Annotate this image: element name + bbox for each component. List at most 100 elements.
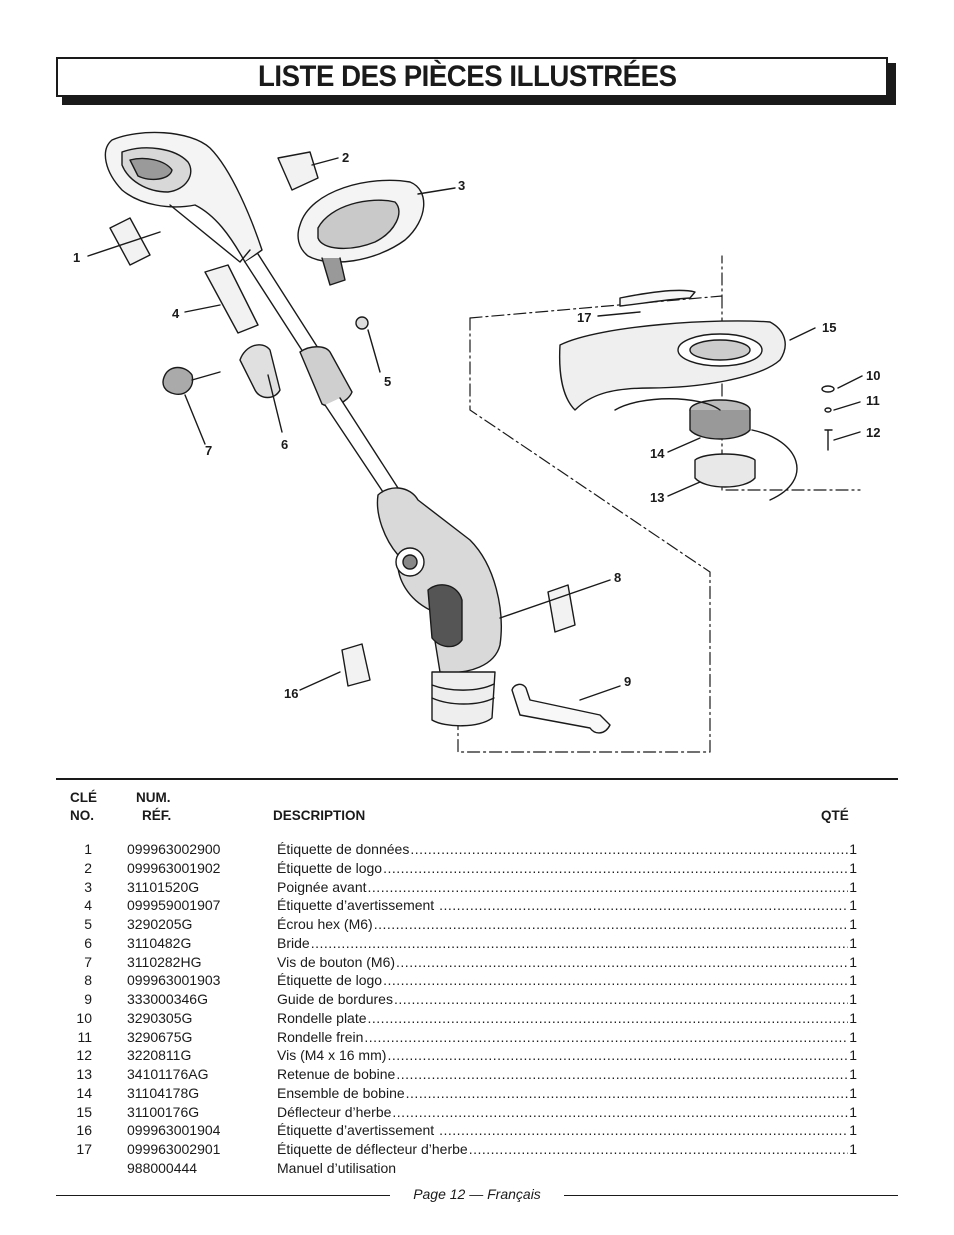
part-key-number: 14	[76, 1084, 92, 1101]
dot-leader: ........................................…	[383, 972, 849, 989]
table-row: 15 31100176G Déflecteur d’herbe...........…	[0, 1103, 954, 1122]
spool-14	[614, 398, 798, 501]
part-quantity: 1	[849, 972, 857, 989]
part-quantity: 1	[849, 1122, 857, 1139]
part-key-number: 10	[76, 1009, 92, 1026]
callout-4: 4	[172, 306, 180, 321]
logo-label-2	[277, 151, 319, 191]
dot-leader: ........................................…	[364, 1028, 848, 1045]
dot-leader: ........................................…	[373, 916, 849, 932]
callout-14: 14	[650, 446, 665, 461]
header-ref-2: RÉF.	[142, 808, 172, 823]
part-reference-number: 31100176G	[127, 1103, 200, 1120]
dot-leader: ........................................…	[439, 897, 849, 914]
part-key-number: 16	[76, 1122, 92, 1139]
part-description-cell: Étiquette de données....................…	[277, 840, 857, 859]
dot-leader: ........................................…	[310, 934, 849, 951]
part-description: Bride	[277, 934, 310, 951]
callout-1: 1	[73, 250, 80, 265]
callout-10: 10	[866, 368, 880, 383]
part-quantity: 1	[849, 841, 857, 857]
part-description-cell: Manuel d’utilisation	[277, 1159, 857, 1178]
part-quantity: 1	[849, 1028, 857, 1045]
lock-washer-11	[824, 407, 832, 413]
warning-label-4	[204, 264, 259, 334]
page-title: LISTE DES PIÈCES ILLUSTRÉES	[258, 60, 677, 93]
part-reference-number: 099963001902	[127, 859, 221, 876]
footer-rule-right	[564, 1195, 898, 1196]
callout-11: 11	[866, 393, 880, 408]
callout-16: 16	[284, 686, 298, 701]
part-description-cell: Déflecteur d’herbe......................…	[277, 1103, 857, 1122]
part-description-cell: Étiquette de logo.......................…	[277, 971, 857, 990]
part-description: Rondelle frein	[277, 1028, 364, 1045]
part-description-cell: Rondelle frein..........................…	[277, 1028, 857, 1047]
part-key-number: 12	[76, 1047, 92, 1064]
part-reference-number: 099963001903	[127, 972, 221, 989]
screw-12	[824, 429, 833, 451]
part-description: Manuel d’utilisation	[277, 1159, 397, 1176]
part-key-number: 1	[84, 841, 92, 857]
table-row: 8 099963001903 Étiquette de logo..........…	[0, 971, 954, 990]
table-row: 1 099963002900 Étiquette de données.......…	[0, 840, 954, 859]
part-reference-number: 099959001907	[127, 897, 221, 914]
part-quantity: 1	[849, 934, 857, 951]
edging-guide-9	[511, 683, 611, 734]
flat-washer-10	[821, 385, 835, 393]
part-key-number: 17	[76, 1141, 92, 1157]
table-top-rule	[56, 778, 898, 780]
part-description: Étiquette d’avertissement	[277, 897, 439, 914]
part-quantity: 1	[849, 897, 857, 914]
part-quantity: 1	[849, 916, 857, 932]
part-description: Vis de bouton (M6)	[277, 953, 396, 970]
part-quantity: 1	[849, 1141, 857, 1157]
callout-17: 17	[577, 310, 591, 325]
part-description-cell: Vis (M4 x 16 mm)........................…	[277, 1046, 857, 1065]
part-key-number: 4	[84, 897, 92, 914]
part-quantity: 1	[849, 1103, 857, 1120]
part-reference-number: 3110282HG	[127, 953, 202, 970]
part-reference-number: 31101520G	[127, 878, 200, 895]
part-quantity: 1	[849, 991, 857, 1007]
dot-leader: ........................................…	[468, 1141, 849, 1157]
part-key-number: 5	[84, 916, 92, 932]
part-key-number: 11	[77, 1028, 92, 1045]
callout-7: 7	[205, 443, 212, 458]
callout-2: 2	[342, 150, 349, 165]
part-key-number: 8	[84, 972, 92, 989]
part-reference-number: 3220811G	[127, 1047, 192, 1064]
part-quantity: 1	[849, 859, 857, 876]
part-key-number: 6	[84, 934, 92, 951]
part-description: Écrou hex (M6)	[277, 916, 373, 932]
part-quantity: 1	[849, 1066, 857, 1082]
part-reference-number: 099963001904	[127, 1122, 221, 1139]
part-key-number: 2	[84, 859, 92, 876]
part-description-cell: Étiquette de logo.......................…	[277, 859, 857, 878]
part-quantity: 1	[849, 878, 857, 895]
dot-leader: ........................................…	[393, 991, 848, 1007]
grass-deflector-15	[558, 289, 786, 411]
part-description-cell: Retenue de bobine.......................…	[277, 1065, 857, 1084]
hex-nut-5	[355, 316, 369, 330]
part-description: Étiquette d’avertissement	[277, 1122, 439, 1139]
part-description: Vis (M4 x 16 mm)	[277, 1047, 387, 1064]
part-description-cell: Poignée avant...........................…	[277, 878, 857, 897]
callout-9: 9	[624, 674, 631, 689]
title-box: LISTE DES PIÈCES ILLUSTRÉES	[56, 57, 888, 97]
header-ref-1: NUM.	[136, 790, 171, 805]
part-description: Ensemble de bobine	[277, 1084, 405, 1101]
part-reference-number: 099963002900	[127, 841, 221, 857]
callout-12: 12	[866, 425, 880, 440]
part-key-number: 15	[76, 1103, 92, 1120]
part-reference-number: 34101176AG	[127, 1066, 209, 1082]
part-description-cell: Étiquette de déflecteur d’herbe.........…	[277, 1140, 857, 1159]
part-description-cell: Ensemble de bobine......................…	[277, 1084, 857, 1103]
part-key-number: 9	[84, 991, 92, 1007]
part-description-cell: Vis de bouton (M6)......................…	[277, 953, 857, 972]
